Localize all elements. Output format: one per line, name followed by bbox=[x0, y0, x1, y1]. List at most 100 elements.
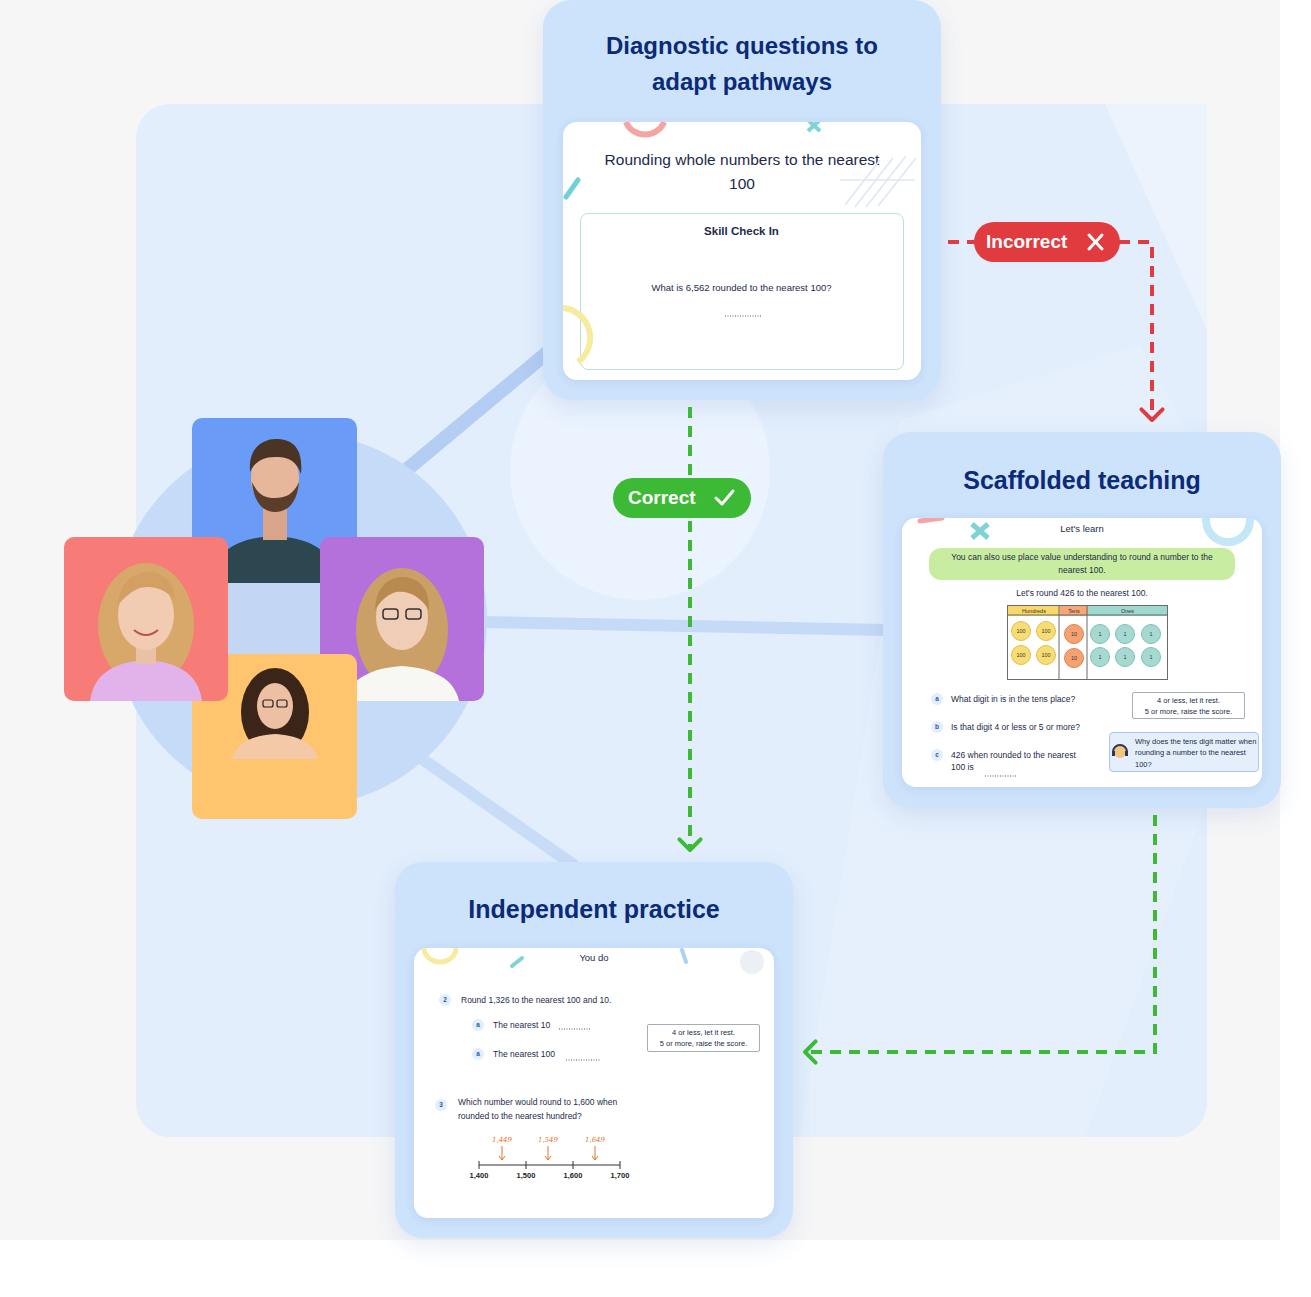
arrow-head bbox=[679, 839, 700, 850]
edge-label-pill: Incorrect bbox=[974, 222, 1120, 262]
step-badge: 2 bbox=[439, 994, 451, 1006]
decoration bbox=[845, 160, 880, 205]
stage-card: You can also use place value understandi… bbox=[883, 432, 1281, 808]
number-line-label: 1,500 bbox=[517, 1172, 536, 1180]
node-text: a bbox=[935, 695, 939, 703]
node-text: 1 bbox=[1123, 630, 1126, 638]
photo-person bbox=[252, 482, 299, 512]
rhyme-box: 4 or less, let it rest.5 or more, raise … bbox=[1132, 692, 1245, 719]
node-text: Skill Check In bbox=[581, 223, 902, 239]
decoration bbox=[479, 1161, 480, 1169]
step-badge: a bbox=[931, 693, 943, 705]
confetti bbox=[512, 958, 522, 966]
screen-decoration bbox=[563, 122, 916, 362]
photo-person bbox=[263, 700, 273, 707]
number-line bbox=[479, 1146, 620, 1169]
node-text: Ones bbox=[1088, 606, 1167, 616]
node-text: Why does the tens digit matter when roun… bbox=[1135, 736, 1257, 770]
flow-connector bbox=[805, 815, 1155, 1063]
prompt-box: Why does the tens digit matter when roun… bbox=[1109, 732, 1259, 772]
place-value-counter: 10 bbox=[1064, 624, 1084, 644]
place-value-counter: 100 bbox=[1036, 621, 1056, 641]
rhyme-box: 4 or less, let it rest.5 or more, raise … bbox=[647, 1024, 760, 1052]
node-text: Independent practice bbox=[395, 891, 793, 927]
confetti bbox=[972, 524, 988, 538]
node-text: 1 bbox=[1149, 653, 1152, 661]
photo-person bbox=[134, 630, 158, 635]
decoration bbox=[548, 1146, 549, 1160]
edge-label: Incorrect bbox=[986, 231, 1067, 253]
node-text: a bbox=[476, 1050, 480, 1058]
arrow-head bbox=[1141, 409, 1162, 420]
photo-person bbox=[406, 609, 421, 619]
confetti bbox=[566, 180, 578, 197]
decoration bbox=[502, 1146, 503, 1160]
node-text: Scaffolded teaching bbox=[883, 462, 1281, 498]
photo-person bbox=[212, 536, 337, 583]
screen-decoration bbox=[424, 948, 764, 974]
node-text: 100 bbox=[1016, 651, 1025, 659]
place-value-table: 1001001001001010111111HundredsTensOnes bbox=[1007, 605, 1168, 680]
node-text: Rounding whole numbers to the nearest 10… bbox=[603, 148, 881, 196]
prompt-icon bbox=[1112, 745, 1128, 758]
photo-person bbox=[90, 660, 202, 701]
handwritten-number: 1,549 bbox=[538, 1137, 558, 1144]
confetti bbox=[808, 122, 820, 131]
decoration bbox=[526, 1161, 527, 1169]
number-line-label: 1,700 bbox=[611, 1172, 630, 1180]
node-text: Hundreds bbox=[1008, 606, 1060, 616]
node-text: Is that digit 4 or less or 5 or more? bbox=[951, 721, 1126, 733]
prompt-icon bbox=[1125, 751, 1128, 756]
answer-line bbox=[725, 316, 762, 317]
node-text: 5 or more, raise the score. bbox=[1145, 706, 1233, 717]
decoration bbox=[545, 1156, 551, 1160]
stage-card: 2 a a 4 or less, let it rest.5 or more, rai… bbox=[395, 862, 793, 1238]
node-text: You do bbox=[414, 952, 774, 964]
cross-icon bbox=[1089, 235, 1102, 249]
node-text: c bbox=[935, 751, 939, 759]
step-badge: c bbox=[931, 749, 943, 761]
confetti bbox=[840, 156, 916, 207]
photo-person bbox=[250, 439, 301, 474]
number-line bbox=[479, 1165, 620, 1166]
decoration bbox=[1059, 605, 1060, 680]
node-text: 2 bbox=[443, 996, 447, 1004]
lesson-screen: You can also use place value understandi… bbox=[902, 518, 1262, 787]
place-value-counter: 1 bbox=[1090, 624, 1110, 644]
decoration bbox=[1089, 235, 1102, 249]
team-photo bbox=[64, 537, 228, 701]
step-badge: a bbox=[472, 1019, 484, 1031]
photo-frame bbox=[64, 537, 228, 701]
node-text: Let's learn bbox=[902, 523, 1262, 535]
photo-gap bbox=[228, 583, 320, 654]
answer-line bbox=[985, 776, 1017, 777]
number-line-label: 1,600 bbox=[564, 1172, 583, 1180]
node-text: 1 bbox=[1098, 653, 1101, 661]
dashed-connector-line bbox=[805, 815, 1155, 1052]
node-text: Which number would round to 1,600 when r… bbox=[458, 1095, 648, 1123]
confetti bbox=[1206, 518, 1250, 542]
step-badge: a bbox=[472, 1048, 484, 1060]
decoration bbox=[499, 1156, 505, 1160]
answer-line bbox=[566, 1060, 600, 1061]
tip-banner: You can also use place value understandi… bbox=[929, 548, 1235, 580]
decoration bbox=[573, 1161, 574, 1169]
node-text: 3 bbox=[439, 1101, 443, 1109]
photo-person bbox=[277, 700, 287, 707]
place-value-counter: 1 bbox=[1115, 647, 1135, 667]
place-value-counter: 1 bbox=[1141, 624, 1161, 644]
photo-person bbox=[232, 734, 318, 759]
node-text: 4 or less, let it rest. bbox=[672, 1027, 735, 1038]
photo-person bbox=[257, 683, 293, 729]
node-text: 1 bbox=[1149, 630, 1152, 638]
page-backdrop bbox=[0, 0, 1280, 1240]
confetti bbox=[424, 948, 456, 962]
table-grid bbox=[1007, 605, 1168, 680]
answer-line bbox=[559, 1029, 590, 1030]
team-link-line bbox=[480, 622, 884, 630]
node-text: 100 bbox=[1041, 627, 1050, 635]
edge-label: Correct bbox=[628, 487, 696, 509]
handwritten-arrow bbox=[499, 1146, 598, 1160]
confetti bbox=[920, 518, 942, 521]
